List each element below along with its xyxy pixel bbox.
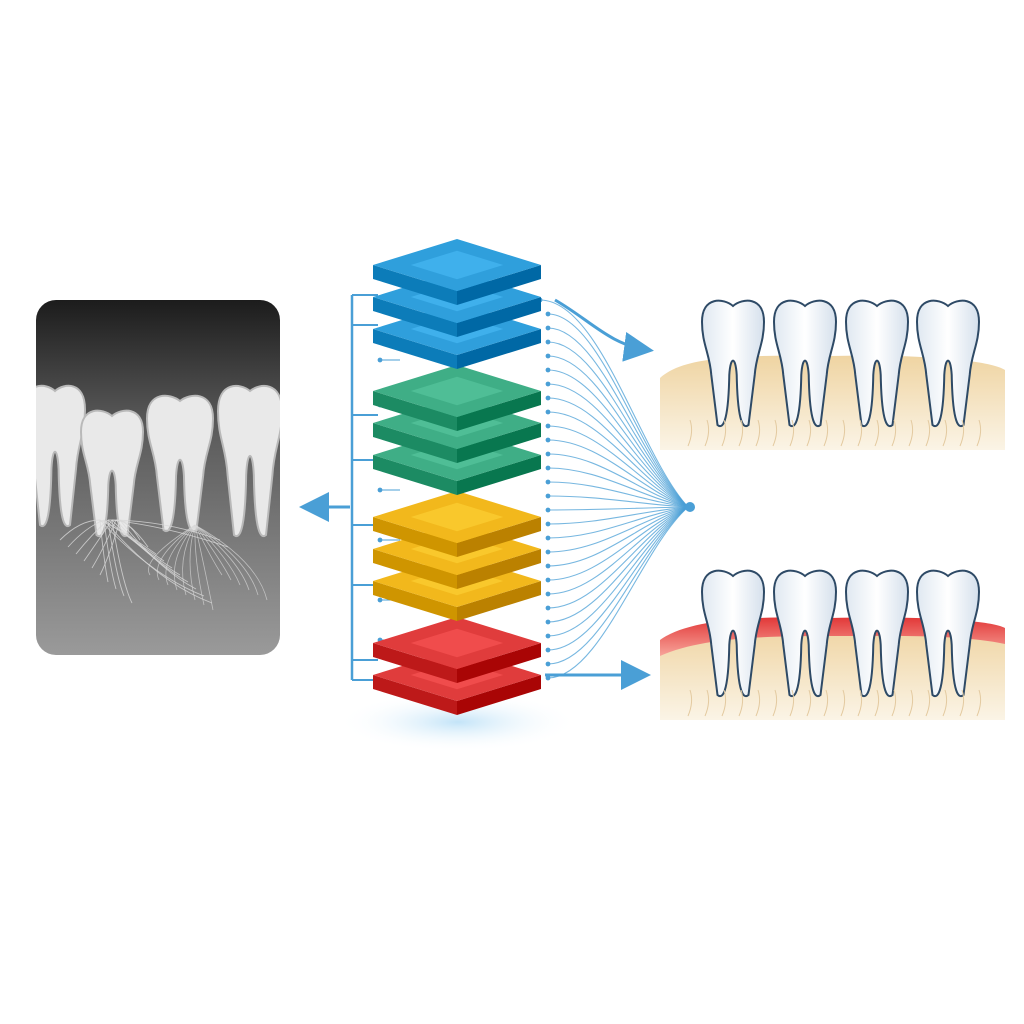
xray-panel: [36, 300, 280, 655]
tooth: [772, 569, 838, 698]
inflamed-teeth-panel: [660, 569, 1005, 720]
layer-stack: [373, 239, 541, 715]
layer-plate-red: [373, 617, 541, 683]
arrow-right-icon: [554, 298, 654, 362]
xray-teeth: [36, 384, 280, 611]
layer-plate-yellow: [373, 491, 541, 557]
stack-glow: [338, 692, 578, 752]
tooth: [915, 299, 981, 428]
layer-plate-blue: [373, 239, 541, 305]
tooth: [145, 394, 215, 533]
connector-lines: [350, 294, 689, 681]
tooth: [216, 384, 280, 537]
tooth: [36, 384, 87, 527]
convergence-node: [685, 502, 695, 512]
healthy-teeth-panel: [660, 299, 1005, 450]
tooth: [915, 569, 981, 698]
layer-plate-green: [373, 365, 541, 431]
tooth: [772, 299, 838, 428]
